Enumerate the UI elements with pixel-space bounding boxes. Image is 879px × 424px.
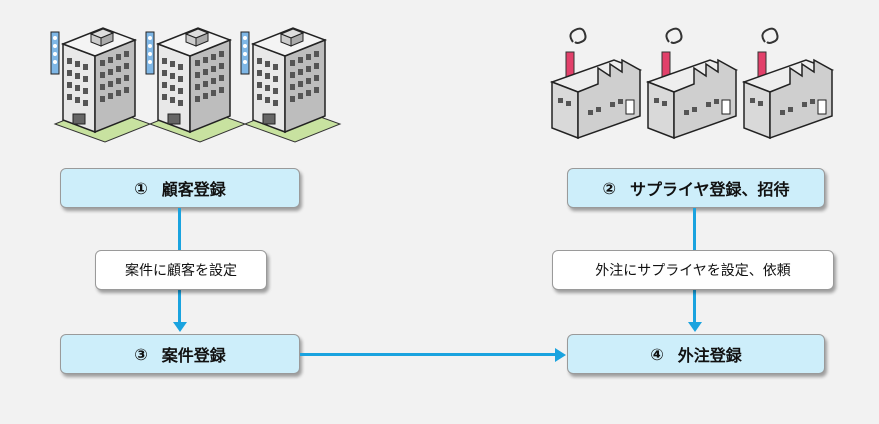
arrow-right — [555, 347, 566, 362]
factories-illustration — [551, 27, 833, 140]
step-label: 外注登録 — [677, 346, 742, 365]
step-customer-registration: ① 顧客登録 — [60, 168, 300, 208]
step-number: ③ — [134, 344, 148, 364]
step-label: サプライヤ登録、招待 — [630, 180, 790, 199]
connector-line-horizontal — [300, 353, 556, 356]
connector-label-right: 外注にサプライヤを設定、依頼 — [552, 250, 834, 290]
office-buildings-illustration — [50, 27, 341, 143]
step-outsourcing-registration: ④ 外注登録 — [567, 334, 825, 374]
arrow-down-right — [687, 322, 702, 332]
connector-label-left: 案件に顧客を設定 — [95, 250, 267, 290]
step-number: ② — [602, 178, 616, 198]
step-number: ① — [134, 178, 148, 198]
arrow-down-left — [172, 322, 187, 332]
step-label: 顧客登録 — [161, 180, 226, 199]
step-label: 案件登録 — [161, 346, 226, 365]
step-number: ④ — [650, 344, 664, 364]
step-supplier-registration: ② サプライヤ登録、招待 — [567, 168, 825, 208]
step-project-registration: ③ 案件登録 — [60, 334, 300, 374]
